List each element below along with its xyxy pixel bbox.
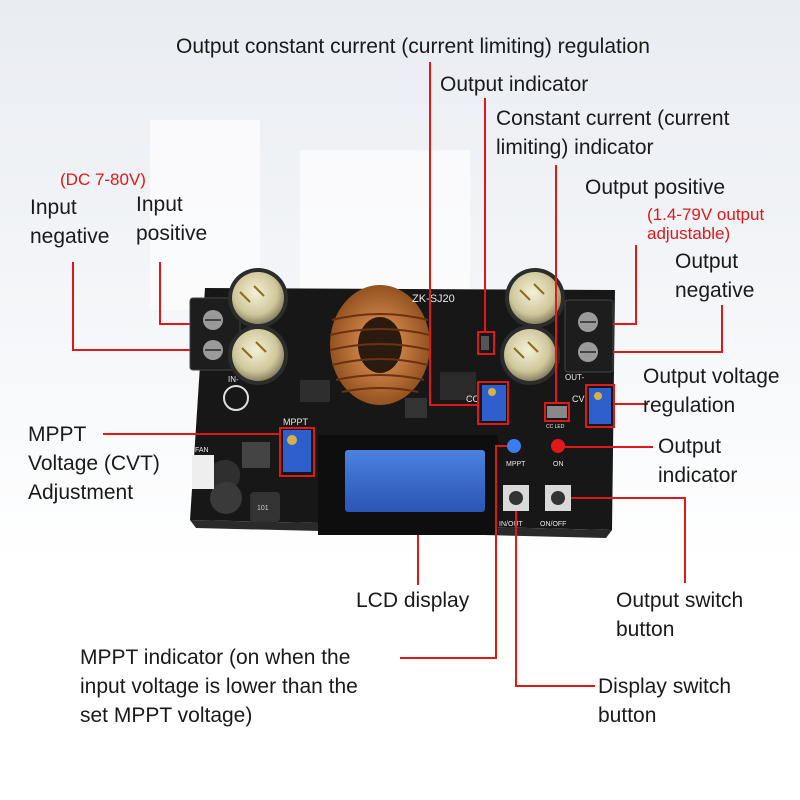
silk-cc: CC (466, 394, 479, 404)
label-cc-indicator-line2: limiting) indicator (496, 136, 654, 159)
label-display-switch-line2: button (598, 704, 657, 727)
label-mppt-indicator: MPPT indicator (on when the input voltag… (80, 643, 358, 730)
label-output-adjustable-line2: adjustable) (647, 224, 731, 243)
label-input-positive: Input positive (136, 190, 207, 248)
label-output-indicator-right-line1: Output (658, 435, 722, 458)
label-output-voltage-reg-line2: regulation (643, 394, 736, 417)
label-output-voltage-regulation: Output voltage regulation (643, 362, 780, 420)
label-cc-indicator: Constant current (current limiting) indi… (496, 104, 729, 162)
label-input-negative-line1: Input (30, 196, 77, 219)
label-output-negative-line1: Output (675, 250, 739, 273)
silk-btn-mppt: MPPT (506, 461, 526, 468)
capacitor (500, 325, 560, 385)
label-output-negative: Output negative (675, 247, 754, 305)
label-mppt-indicator-line3: set MPPT voltage) (80, 704, 253, 727)
output-switch-button (545, 485, 571, 511)
output-led (481, 336, 489, 350)
label-output-switch: Output switch button (616, 586, 743, 644)
capacitor-small (210, 460, 240, 490)
silk-fan: FAN (195, 447, 209, 454)
label-output-adjustable: (1.4-79V output adjustable) (647, 205, 764, 243)
label-output-voltage-reg-line1: Output voltage (643, 365, 780, 388)
logo-mark (223, 385, 249, 411)
label-mppt-adj-line1: MPPT (28, 423, 87, 446)
label-display-switch-line1: Display switch (598, 675, 732, 698)
svg-text:101: 101 (257, 505, 269, 512)
output-terminal-block (564, 299, 614, 373)
label-input-positive-line1: Input (136, 193, 183, 216)
cc-led (547, 406, 567, 418)
smd-component (300, 380, 330, 402)
label-output-indicator-right-line2: indicator (658, 464, 738, 487)
regulator-chip (242, 442, 270, 468)
capacitor (228, 325, 288, 385)
label-mppt-adj-line2: Voltage (CVT) (28, 452, 160, 475)
label-output-switch-line2: button (616, 618, 675, 641)
silk-on-off: ON/OFF (540, 521, 566, 528)
lcd-screen (345, 450, 485, 512)
label-output-switch-line1: Output switch (616, 589, 744, 612)
fan-connector (192, 455, 214, 489)
label-mppt-indicator-line1: MPPT indicator (on when the (80, 646, 351, 669)
label-mppt-indicator-line2: input voltage is lower than the (80, 675, 358, 698)
silk-cc-led: CC LED (546, 424, 565, 430)
label-mppt-adjustment: MPPT Voltage (CVT) Adjustment (28, 420, 160, 507)
mppt-led (507, 439, 521, 453)
label-lcd-display: LCD display (356, 589, 470, 612)
label-output-positive: Output positive (585, 176, 726, 199)
inductor-small (250, 492, 280, 522)
smd-component (405, 398, 427, 418)
label-output-indicator-right: Output indicator (658, 432, 737, 490)
capacitor-small (210, 482, 242, 514)
display-switch-button (503, 485, 529, 511)
label-output-negative-line2: negative (675, 279, 755, 302)
label-output-indicator-top: Output indicator (440, 73, 589, 96)
silk-cv: CV (572, 394, 585, 404)
toroid-inductor (329, 285, 431, 405)
label-dc-range: (DC 7-80V) (60, 170, 146, 189)
label-output-cc-regulation: Output constant current (current limitin… (176, 35, 650, 58)
silk-in-out: IN/OUT (499, 521, 523, 528)
silk-btn-on: ON (553, 461, 564, 468)
capacitor (228, 268, 288, 328)
label-input-negative-line2: negative (30, 225, 110, 248)
label-input-negative: Input negative (30, 193, 109, 251)
label-mppt-adj-line3: Adjustment (28, 481, 134, 504)
label-display-switch: Display switch button (598, 672, 731, 730)
silk-in: IN- (228, 375, 239, 384)
mppt-potentiometer (283, 430, 311, 472)
label-input-positive-line2: positive (136, 222, 208, 245)
silk-model: ZK-SJ20 (412, 293, 455, 305)
silk-out: OUT- (565, 373, 584, 382)
label-cc-indicator-line1: Constant current (current (496, 107, 730, 130)
on-led (551, 439, 565, 453)
capacitor (505, 268, 565, 328)
label-output-adjustable-line1: (1.4-79V output (647, 205, 765, 224)
silk-mppt: MPPT (283, 417, 309, 427)
